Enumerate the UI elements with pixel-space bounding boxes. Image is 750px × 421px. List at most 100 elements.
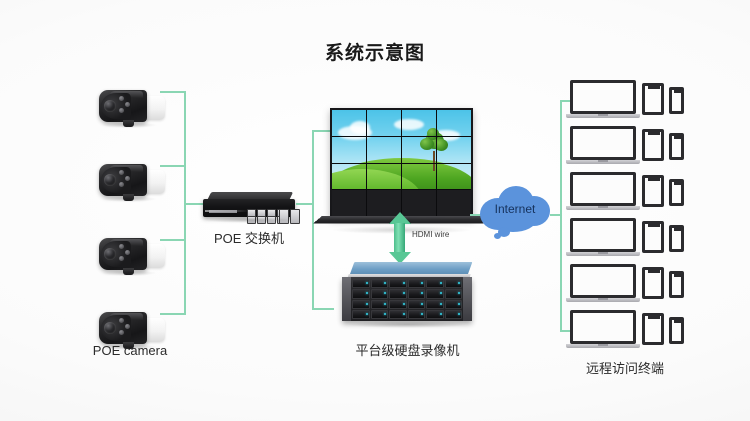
cloud-tail bbox=[494, 233, 501, 239]
wall-scene bbox=[437, 110, 471, 136]
phone-icon[interactable] bbox=[669, 225, 684, 252]
phone-bezel-bar bbox=[674, 90, 681, 93]
wall-scene bbox=[437, 163, 471, 190]
drive-bay bbox=[389, 279, 407, 289]
phone-icon[interactable] bbox=[669, 179, 684, 206]
camera-lens-icon bbox=[104, 174, 116, 186]
camera-4[interactable] bbox=[93, 308, 167, 350]
camera-body bbox=[99, 312, 147, 344]
laptop-icon[interactable] bbox=[566, 172, 640, 212]
scene-tree-foliage bbox=[420, 137, 434, 150]
hdmi-link-arrow bbox=[389, 212, 411, 264]
tablet-icon[interactable] bbox=[642, 267, 664, 299]
connector-bus-to-switch bbox=[184, 203, 206, 205]
laptop-base bbox=[566, 298, 640, 302]
phone-bezel-bar bbox=[674, 228, 681, 231]
camera-ir-led bbox=[125, 250, 130, 255]
laptop-bezel-bar bbox=[588, 310, 618, 313]
internet-cloud[interactable]: Internet bbox=[476, 182, 554, 240]
drive-led bbox=[384, 282, 386, 284]
arrow-up-icon bbox=[389, 212, 411, 224]
laptop-notch bbox=[598, 298, 608, 300]
scene-tree-trunk bbox=[433, 150, 435, 163]
terminal-row-1[interactable] bbox=[566, 80, 688, 120]
tablet-icon[interactable] bbox=[642, 83, 664, 115]
terminal-row-3[interactable] bbox=[566, 172, 688, 212]
laptop-bezel-bar bbox=[588, 80, 618, 83]
scene-cloud bbox=[437, 136, 460, 141]
laptop-icon[interactable] bbox=[566, 218, 640, 258]
camera-ir-led bbox=[125, 102, 130, 107]
laptop-icon[interactable] bbox=[566, 310, 640, 350]
laptop-icon[interactable] bbox=[566, 264, 640, 304]
uplink-port-icon bbox=[279, 209, 289, 224]
arrow-down-icon bbox=[389, 252, 411, 264]
terminal-row-5[interactable] bbox=[566, 264, 688, 304]
terminal-row-4[interactable] bbox=[566, 218, 688, 258]
video-wall[interactable] bbox=[313, 108, 490, 236]
drive-led bbox=[402, 292, 405, 295]
laptop-icon[interactable] bbox=[566, 126, 640, 166]
phone-icon[interactable] bbox=[669, 317, 684, 344]
drive-led bbox=[458, 292, 460, 295]
camera-ir-led bbox=[119, 96, 124, 101]
drive-led bbox=[439, 292, 442, 295]
drive-led bbox=[421, 312, 423, 315]
scene-tree-foliage bbox=[434, 138, 436, 151]
terminal-row-2[interactable] bbox=[566, 126, 688, 166]
camera-body bbox=[99, 90, 147, 122]
laptop-bezel-bar bbox=[588, 218, 618, 221]
camera-1[interactable] bbox=[93, 86, 167, 128]
tablet-icon[interactable] bbox=[642, 129, 664, 161]
phone-bezel-bar bbox=[674, 136, 681, 139]
drive-bay bbox=[407, 279, 425, 289]
scene-tree-trunk bbox=[433, 163, 435, 171]
drive-bay bbox=[407, 289, 425, 299]
video-wall-cell bbox=[367, 190, 401, 216]
laptop-base bbox=[566, 160, 640, 164]
phone-icon[interactable] bbox=[669, 87, 684, 114]
server-rail-right bbox=[463, 277, 472, 321]
laptop-bezel-bar bbox=[588, 126, 618, 129]
laptop-screen bbox=[570, 310, 636, 344]
tablet-bezel-bar bbox=[648, 316, 660, 319]
drive-led bbox=[421, 302, 423, 305]
camera-arm bbox=[123, 194, 134, 201]
scene-hill bbox=[367, 157, 401, 163]
tablet-bezel-bar bbox=[648, 270, 660, 273]
scene-tree-foliage bbox=[437, 132, 444, 136]
nvr-label: 平台级硬盘录像机 bbox=[355, 343, 460, 358]
drive-led bbox=[421, 292, 423, 295]
switch-shadow bbox=[205, 217, 293, 223]
tablet-icon[interactable] bbox=[642, 175, 664, 207]
connector-terminal-1 bbox=[560, 100, 570, 102]
connector-switch-to-core bbox=[296, 203, 314, 205]
connector-core-bus bbox=[312, 130, 314, 310]
laptop-base bbox=[566, 252, 640, 256]
wall-scene bbox=[402, 136, 436, 163]
scene-cloud bbox=[367, 121, 370, 134]
scene-hill bbox=[332, 168, 366, 190]
wall-scene bbox=[437, 136, 471, 163]
nvr-server[interactable] bbox=[342, 262, 473, 328]
camera-3[interactable] bbox=[93, 234, 167, 276]
tablet-icon[interactable] bbox=[642, 221, 664, 253]
wall-scene bbox=[332, 110, 366, 136]
poe-switch[interactable] bbox=[203, 192, 300, 224]
tablet-bezel-bar bbox=[648, 224, 660, 227]
video-wall-cell bbox=[402, 136, 436, 163]
terminal-row-6[interactable] bbox=[566, 310, 688, 350]
laptop-icon[interactable] bbox=[566, 80, 640, 120]
camera-arm bbox=[123, 268, 134, 275]
tablet-bezel-bar bbox=[648, 178, 660, 181]
drive-bay bbox=[407, 309, 425, 319]
drive-bay bbox=[444, 299, 462, 309]
scene-tree-foliage bbox=[427, 128, 436, 136]
tablet-icon[interactable] bbox=[642, 313, 664, 345]
camera-2[interactable] bbox=[93, 160, 167, 202]
phone-icon[interactable] bbox=[669, 133, 684, 160]
connector-core-to-wall bbox=[312, 130, 334, 132]
switch-uplink-ports bbox=[279, 209, 300, 224]
phone-icon[interactable] bbox=[669, 271, 684, 298]
drive-bay bbox=[444, 309, 462, 319]
